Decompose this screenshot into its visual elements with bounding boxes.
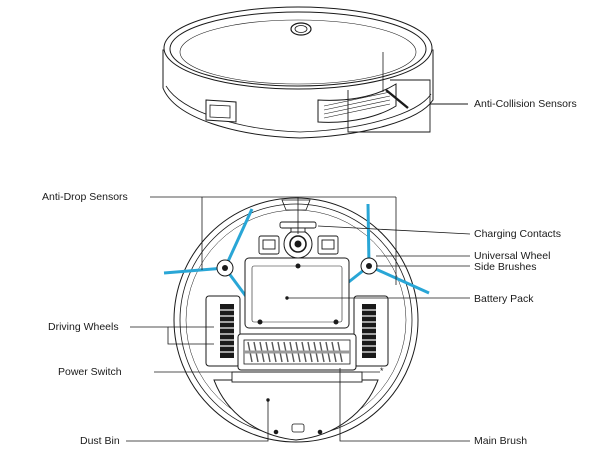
label-anti-collision-sensors: Anti-Collision Sensors [474, 98, 577, 110]
label-anti-drop-sensors: Anti-Drop Sensors [42, 191, 128, 203]
power-switch-mark: * [380, 366, 384, 376]
robot-top-view [162, 6, 434, 139]
leader-lines [126, 196, 471, 442]
rear-port [205, 99, 237, 123]
universal-wheel [283, 229, 313, 259]
driving-wheel-left [205, 295, 241, 367]
label-driving-wheels: Driving Wheels [48, 321, 119, 333]
label-main-brush: Main Brush [474, 435, 528, 447]
label-charging-contacts: Charging Contacts [474, 228, 561, 240]
main-brush [237, 333, 357, 371]
front-sensor-block [258, 235, 339, 255]
anti-collision-sensor-window [317, 83, 397, 123]
label-universal-wheel: Universal Wheel [474, 250, 551, 262]
side-brush-left [163, 208, 264, 319]
label-side-brushes: Side Brushes [474, 261, 537, 273]
dust-bin [213, 371, 379, 441]
power-button-top [290, 22, 312, 36]
label-battery-pack: Battery Pack [474, 293, 534, 305]
label-dust-bin: Dust Bin [80, 435, 120, 447]
driving-wheel-right [353, 295, 389, 367]
label-power-switch: Power Switch [58, 366, 122, 378]
battery-pack-cover [244, 257, 350, 329]
leader-anti-collision [347, 79, 468, 133]
